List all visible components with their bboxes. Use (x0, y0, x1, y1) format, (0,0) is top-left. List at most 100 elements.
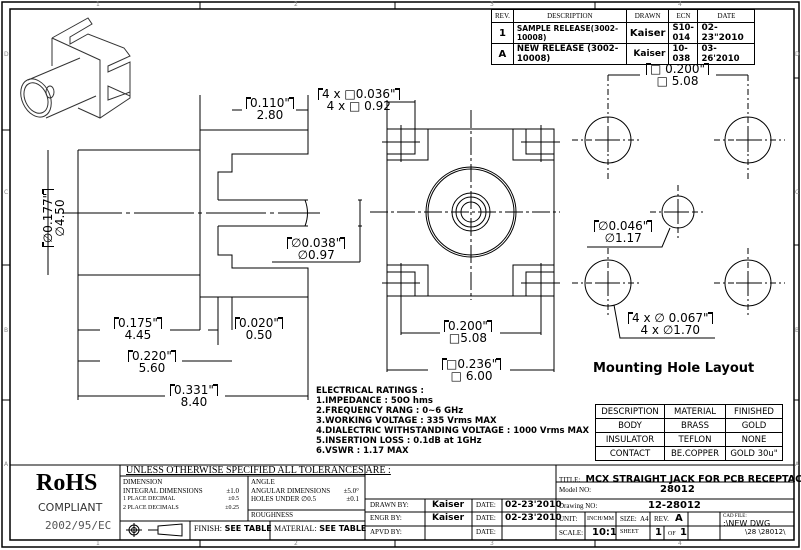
description-cell: NEW RELEASE (3002-10008) (512, 43, 627, 65)
tol-value: ±1.0 (226, 486, 239, 495)
of-value: 1 (680, 527, 687, 538)
material-cell: GOLD 30u" (725, 446, 783, 461)
finish-value: SEE TABLE (224, 524, 272, 533)
revision-row: A NEW RELEASE (3002-10008) Kaiser 10-038… (491, 43, 756, 65)
description-cell: SAMPLE RELEASE(3002-10008) (512, 22, 627, 44)
drawn-date-value: 02-23'2010 (505, 500, 562, 510)
isometric-view (20, 17, 131, 119)
zone-col-3-bottom: 3 (490, 540, 494, 547)
dim-mm: 4 x ∅1.70 (640, 323, 701, 337)
title-label: TITLE: (559, 476, 581, 484)
engr-date-value: 02-23'2010 (505, 513, 562, 523)
material-cell: INSULATOR (595, 432, 665, 447)
dim-body-diameter: ∅0.177" ∅4.50 (41, 178, 67, 258)
dim-inch: 0.110" (246, 97, 294, 109)
rating-item: 6.VSWR : 1.17 MAX (316, 446, 409, 456)
zone-col-3: 3 (490, 1, 494, 8)
header-drawn: DRAWN (625, 9, 670, 23)
dim-inch: 0.020" (235, 317, 283, 329)
tol-label: HOLES UNDER ∅0.5 (251, 495, 317, 503)
drawing-no-label: Drawing NO: (559, 502, 598, 510)
tol-label: 1 PLACE DECIMAL (123, 496, 176, 502)
dim-body-square: □0.236" □ 6.00 (442, 358, 502, 382)
zone-row-b-right: B (795, 327, 800, 334)
rev-value: A (675, 513, 683, 524)
material-label: MATERIAL: (274, 524, 317, 533)
zone-col-4: 4 (678, 1, 682, 8)
mounting-layout-title: Mounting Hole Layout (593, 361, 755, 376)
drawn-date-label: DATE: (476, 501, 496, 509)
zone-row-a: A (4, 461, 9, 468)
angle-label: ANGLE (251, 478, 275, 486)
rohs-directive: 2002/95/EC (45, 519, 112, 532)
material-row: CONTACT BE.COPPER GOLD 30u" (595, 446, 783, 461)
mount-center-hole: ∅0.046" ∅1.17 (594, 220, 653, 244)
dim-mm: 4 x □ 0.92 (326, 99, 391, 113)
projection-symbol (126, 523, 183, 537)
sheet-value: 1 (655, 527, 662, 538)
dim-inch: ∅0.046" (594, 220, 653, 232)
dim-mm: □ 5.08 (656, 74, 699, 88)
inner-frame (9, 8, 795, 541)
material-row: INSULATOR TEFLON NONE (595, 432, 783, 447)
zone-row-d: D (4, 51, 9, 58)
zone-col-1-bottom: 1 (96, 540, 100, 547)
dim-inch: □0.236" (442, 358, 502, 370)
material-cell: BODY (595, 418, 665, 433)
header-description: DESCRIPTION (512, 9, 627, 23)
mount-pitch: □ 0.200" □ 5.08 (646, 63, 710, 88)
drawing-title: TITLE: MCX STRAIGHT JACK FOR PCB RECEPTA… (559, 469, 801, 485)
header-description: DESCRIPTION (595, 404, 665, 419)
dim-mm: □5.08 (448, 331, 487, 345)
zone-col-2-bottom: 2 (294, 540, 298, 547)
material-table-header: DESCRIPTION MATERIAL FINISHED (595, 404, 783, 419)
dim-inch: 4 x □0.036" (318, 88, 400, 100)
dim-mm: ∅4.50 (53, 199, 67, 237)
dim-mm: ∅0.97 (297, 248, 335, 262)
dim-inch: 4 x ∅ 0.067" (628, 312, 713, 324)
header-finished: FINISHED (725, 404, 783, 419)
roughness-label: ROUGHNESS (251, 511, 294, 519)
cad-path-line1: :\NEW DWG (723, 519, 771, 528)
title-value: MCX STRAIGHT JACK FOR PCB RECEPTACLE (585, 474, 801, 485)
drawn-cell: Kaiser (625, 22, 670, 44)
dimension-label: DIMENSION (123, 478, 163, 486)
rev-cell: 1 (491, 22, 514, 44)
dim-mm: 5.60 (138, 361, 166, 375)
tolerance-heading: UNLESS OTHERWISE SPECIFIED ALL TOLERANCE… (126, 465, 391, 476)
dim-mm: 4.45 (124, 328, 152, 342)
engr-date-label: DATE: (476, 514, 496, 522)
tol-label: INTEGRAL DIMENSIONS (123, 486, 203, 495)
sheet-label: SHEET (620, 529, 639, 535)
dim-length-total: 0.331" 8.40 (170, 384, 218, 408)
header-ecn: ECN (668, 9, 699, 23)
unit-value: INCH/MM (587, 516, 615, 522)
material-cell: CONTACT (595, 446, 665, 461)
scale-value: 10:1 (592, 527, 617, 538)
dim-length-a: 0.175" 4.45 (114, 317, 162, 341)
ecn-cell: S10-014 (668, 22, 699, 44)
tol-row: INTEGRAL DIMENSIONS ±1.0 (123, 487, 243, 496)
material-field: MATERIAL: SEE TABLE (274, 525, 366, 533)
dimension-tolerances: DIMENSION INTEGRAL DIMENSIONS ±1.0 1 PLAC… (123, 478, 243, 512)
revision-table-header: REV. DESCRIPTION DRAWN ECN DATE (491, 9, 756, 23)
dim-mm: 0.50 (245, 328, 273, 342)
size-value: A4 (640, 515, 649, 523)
dim-inch: 0.331" (170, 384, 218, 396)
date-cell: 03-26'2010 (697, 43, 756, 65)
ecn-cell: 10-038 (668, 43, 699, 65)
dim-inch: □ 0.200" (646, 63, 710, 75)
material-cell: TEFLON (664, 432, 726, 447)
zone-col-1: 1 (96, 1, 100, 8)
rev-cell: A (491, 43, 514, 65)
zone-col-2: 2 (294, 1, 298, 8)
material-cell: NONE (725, 432, 783, 447)
tol-row: HOLES UNDER ∅0.5 ±0.1 (251, 495, 361, 504)
rating-item: 4.DIALECTRIC WITHSTANDING VOLTAGE : 1000… (316, 426, 590, 436)
material-cell: BE.COPPER (664, 446, 726, 461)
tol-value: ±0.25 (225, 504, 239, 511)
electrical-ratings-heading: ELECTRICAL RATINGS : (316, 386, 424, 396)
electrical-ratings: ELECTRICAL RATINGS : 1.IMPEDANCE : 50O h… (316, 386, 589, 456)
tol-value: ±0.1 (346, 495, 359, 503)
mounting-hole-diagram (572, 74, 785, 339)
